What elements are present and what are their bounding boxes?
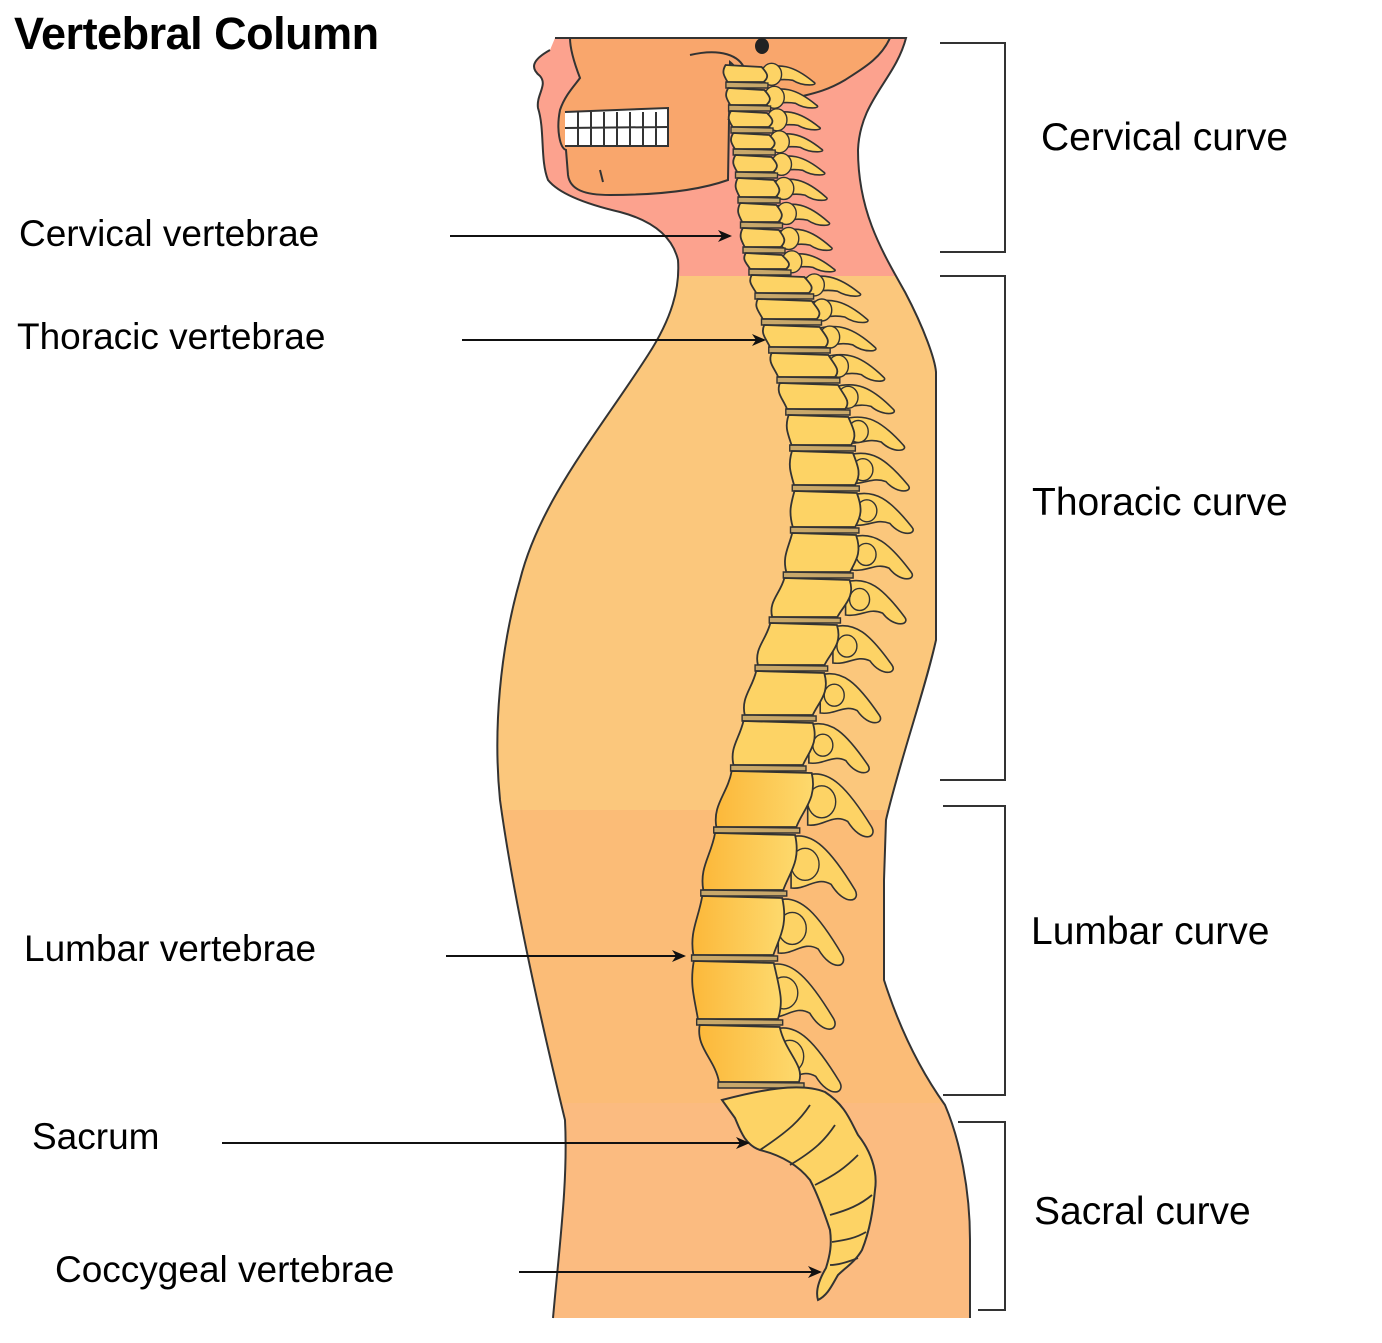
vertebra-body xyxy=(691,895,786,956)
intervertebral-disc xyxy=(725,81,769,89)
intervertebral-disc xyxy=(742,246,786,254)
vertebra-body xyxy=(727,110,774,128)
spinous-processes xyxy=(756,62,914,1093)
bracket-thoracic xyxy=(940,275,1006,781)
intervertebral-disc xyxy=(760,318,823,326)
intervertebral-disc xyxy=(730,126,774,134)
articular-facet xyxy=(823,683,845,707)
intervertebral-disc xyxy=(785,408,851,416)
intervertebral-disc xyxy=(741,714,817,722)
intervertebral-disc xyxy=(713,826,801,834)
intervertebral-disc xyxy=(729,764,807,772)
intervertebral-disc xyxy=(754,664,829,672)
intervertebral-disc xyxy=(700,889,788,897)
vertebral-column xyxy=(690,64,862,1089)
intervertebral-disc xyxy=(727,104,772,112)
pointer-arrows xyxy=(222,230,822,1278)
intervertebral-disc xyxy=(776,376,841,384)
vertebra-body xyxy=(722,64,769,83)
intervertebral-disc xyxy=(789,526,860,534)
intervertebral-disc xyxy=(695,1018,784,1026)
intervertebral-disc xyxy=(789,444,857,452)
pelvis-region xyxy=(497,1103,970,1318)
vertebra-body xyxy=(756,622,840,666)
vertebra-body xyxy=(761,324,829,348)
body-silhouette xyxy=(497,38,970,1318)
vertebra-body xyxy=(731,720,816,766)
label-cervical-vertebrae: Cervical vertebrae xyxy=(19,213,320,254)
intervertebral-disc xyxy=(791,484,860,492)
body-outline xyxy=(496,36,971,1319)
label-sacrum: Sacrum xyxy=(32,1116,160,1157)
intervertebral-disc xyxy=(754,292,815,300)
intervertebral-disc xyxy=(768,616,842,624)
vertebra-body xyxy=(749,274,813,294)
label-sacral-curve: Sacral curve xyxy=(1034,1190,1251,1233)
intervertebral-disc xyxy=(748,268,792,276)
intervertebral-disc xyxy=(739,221,784,229)
intervertebral-disc xyxy=(768,346,831,354)
vertebra-body xyxy=(777,382,849,410)
vertebra-body xyxy=(789,490,862,528)
diagram-title: Vertebral Column xyxy=(14,8,379,59)
vertebra-body xyxy=(691,960,782,1020)
intervertebral-disc xyxy=(782,571,854,579)
intervertebral-disc xyxy=(737,196,781,204)
vertebra-body xyxy=(714,770,814,828)
thorax-region xyxy=(497,276,970,810)
articular-facet xyxy=(836,634,858,658)
bracket-cervical xyxy=(940,42,1006,253)
label-lumbar-curve: Lumbar curve xyxy=(1031,910,1270,953)
label-lumbar-vertebrae: Lumbar vertebrae xyxy=(24,928,317,969)
vertebra-body xyxy=(769,352,839,378)
vertebra-body xyxy=(743,252,790,270)
vertebra-body xyxy=(698,1024,801,1083)
vertebra-body xyxy=(743,670,827,716)
label-coccygeal-vertebrae: Coccygeal vertebrae xyxy=(55,1249,395,1290)
label-thoracic-vertebrae: Thoracic vertebrae xyxy=(17,316,326,357)
vertebra-body xyxy=(784,532,860,573)
vertebra-body xyxy=(730,132,776,150)
sacrum-coccyx xyxy=(720,1086,877,1302)
curve-brackets xyxy=(940,42,1006,1311)
label-cervical-curve: Cervical curve xyxy=(1041,116,1289,159)
vertebra-body xyxy=(734,177,781,198)
articular-facet xyxy=(848,587,871,612)
vertebra-body xyxy=(770,577,852,618)
vertebra-body xyxy=(737,202,783,223)
vertebra-body xyxy=(732,154,778,173)
vertebra-body xyxy=(701,832,798,891)
articular-facet xyxy=(812,733,834,757)
vertebra-body xyxy=(785,414,856,446)
vertebra-body xyxy=(739,227,786,248)
bracket-lumbar xyxy=(943,805,1006,1096)
intervertebral-disc xyxy=(690,954,779,962)
vertebra-body xyxy=(755,298,821,320)
vertebra-body xyxy=(788,450,860,486)
label-thoracic-curve: Thoracic curve xyxy=(1032,481,1288,524)
intervertebral-disc xyxy=(732,148,776,156)
vertebra-body xyxy=(725,87,771,106)
bracket-sacral xyxy=(958,1121,1006,1311)
intervertebral-disc xyxy=(734,171,779,179)
